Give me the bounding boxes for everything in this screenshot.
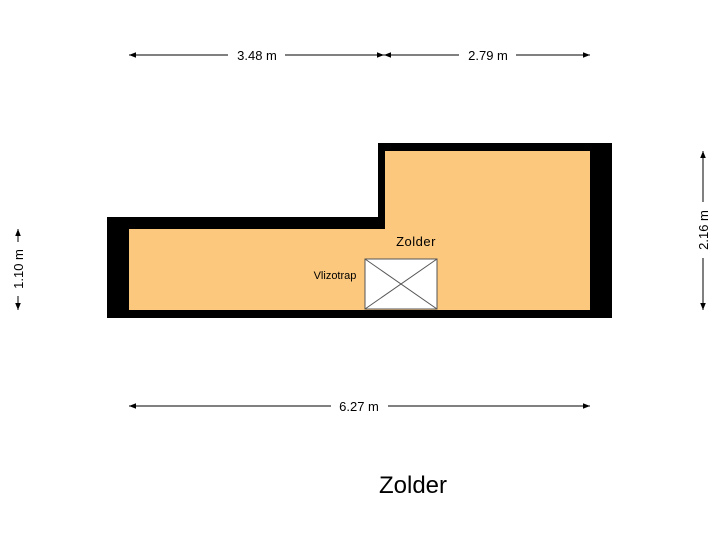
dimension-top-right-label: 2.79 m [468,48,508,63]
room-zolder-floor [129,151,590,310]
floor-title: Zolder [379,472,447,499]
dimension-right-height: 2.16 m [696,151,711,310]
dimension-left-height-label: 1.10 m [11,249,26,289]
dimension-bottom-total-label: 6.27 m [339,399,379,414]
hatch-label: Vlizotrap [314,270,357,282]
dimension-left-height: 1.10 m [11,229,26,310]
dimension-top-left: 3.48 m [129,48,384,63]
room-label: Zolder [396,234,436,249]
dimension-top-left-label: 3.48 m [237,48,277,63]
hatch-symbol [364,258,438,310]
dimension-top-right: 2.79 m [384,48,590,63]
dimension-right-height-label: 2.16 m [696,210,711,250]
dimension-bottom-total: 6.27 m [129,399,590,414]
